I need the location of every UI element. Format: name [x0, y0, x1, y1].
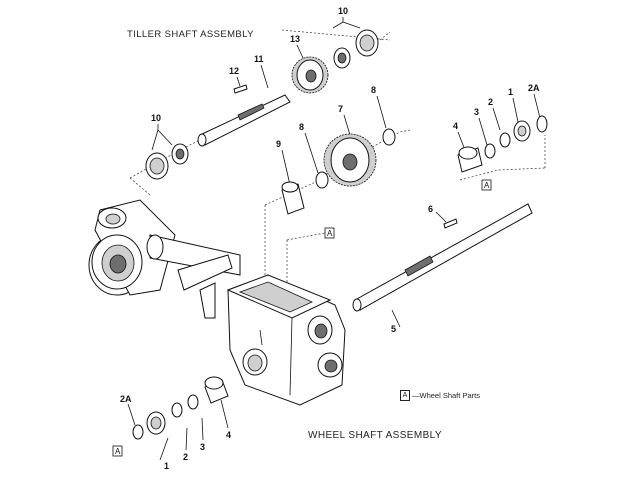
callout-5: 5 — [391, 324, 396, 334]
box-markers: A A A — [112, 179, 492, 457]
transmission-case — [226, 274, 346, 406]
callout-11: 11 — [254, 54, 264, 64]
bottom-wheel-parts — [132, 376, 229, 440]
leader-lines — [127, 17, 541, 461]
callout-9: 9 — [276, 139, 281, 149]
legend-box: A — [400, 390, 410, 401]
bearing-set-10-left — [145, 143, 189, 180]
callout-6: 6 — [428, 204, 433, 214]
callout-1-right: 1 — [508, 87, 513, 97]
wheel-shaft-assembly-title: WHEEL SHAFT ASSEMBLY — [308, 430, 442, 441]
callout-12: 12 — [229, 66, 239, 76]
callout-8-top: 8 — [371, 85, 376, 95]
callout-3-right: 3 — [474, 107, 479, 117]
gear-13 — [291, 56, 329, 94]
callout-1-bottom: 1 — [164, 461, 169, 471]
box-a-bottom: A — [115, 447, 121, 456]
callout-4-right: 4 — [453, 121, 458, 131]
tiller-shaft-assembly-title: TILLER SHAFT ASSEMBLY — [127, 29, 254, 40]
washer-8-mid — [315, 171, 329, 189]
callout-2-right: 2 — [488, 97, 493, 107]
callout-3-bottom: 3 — [200, 442, 205, 452]
key-12 — [233, 84, 248, 94]
legend-text: —Wheel Shaft Parts — [412, 391, 480, 400]
callout-10-left: 10 — [151, 113, 161, 123]
callouts: 10 13 12 11 10 7 8 8 9 2A 1 2 3 4 6 5 2A… — [120, 6, 540, 471]
callout-8-mid: 8 — [299, 122, 304, 132]
wheel-shaft-5 — [352, 203, 533, 312]
right-wheel-parts — [457, 115, 548, 173]
callout-7: 7 — [338, 104, 343, 114]
bearing-set-10-top — [333, 29, 379, 69]
gear-7 — [323, 133, 377, 187]
legend: A —Wheel Shaft Parts — [400, 390, 480, 401]
box-a-right: A — [484, 181, 490, 190]
callout-4-bottom: 4 — [226, 430, 231, 440]
washer-8-top — [382, 128, 396, 146]
callout-10-top: 10 — [338, 6, 348, 16]
key-6 — [443, 218, 458, 229]
callout-2a-bottom: 2A — [120, 394, 132, 404]
box-a-middle: A — [327, 229, 333, 238]
spacer-9 — [281, 181, 305, 215]
tiller-shaft — [197, 94, 291, 147]
callout-13: 13 — [290, 34, 300, 44]
tine-housing — [88, 199, 241, 319]
callout-2a-right: 2A — [528, 83, 540, 93]
callout-2-bottom: 2 — [183, 452, 188, 462]
